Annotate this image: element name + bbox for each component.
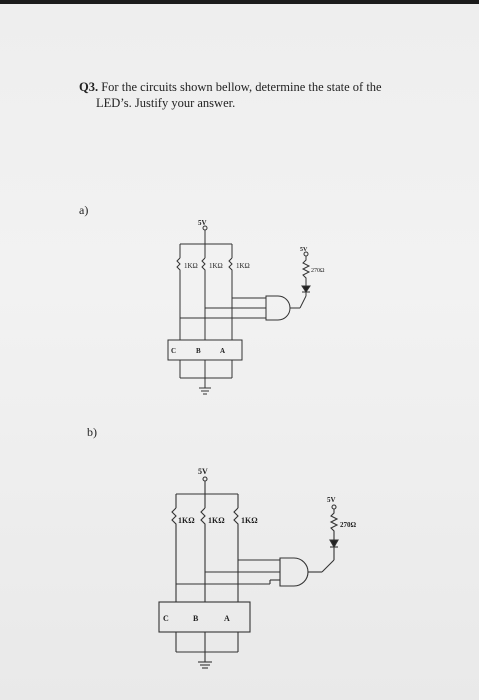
top-edge-bar bbox=[0, 0, 479, 4]
circuit-b-resistor-1: 1KΩ bbox=[178, 516, 195, 525]
circuit-a-resistor-1: 1KΩ bbox=[184, 262, 198, 270]
part-b-label: b) bbox=[87, 425, 97, 439]
question-number: Q3. bbox=[79, 80, 99, 94]
circuit-b-switch-b: B bbox=[193, 614, 199, 623]
circuit-b-led-resistor: 270Ω bbox=[340, 521, 357, 529]
circuit-b-resistor-3: 1KΩ bbox=[241, 516, 258, 525]
circuit-a-switch-b: B bbox=[196, 347, 201, 355]
circuit-b-resistor-2: 1KΩ bbox=[208, 516, 225, 525]
part-a-label: a) bbox=[79, 203, 89, 217]
question-text: Q3. For the circuits shown bellow, deter… bbox=[79, 79, 459, 111]
circuit-b-supply-label: 5V bbox=[198, 467, 208, 476]
circuit-a-switch-c: C bbox=[171, 347, 176, 355]
circuit-a-resistor-2: 1KΩ bbox=[209, 262, 223, 270]
question-line-1: For the circuits shown bellow, determine… bbox=[101, 80, 382, 94]
circuit-a-led-supply: 5V bbox=[300, 247, 308, 253]
circuit-b-led-supply: 5V bbox=[327, 496, 336, 504]
circuit-a-led-resistor: 270Ω bbox=[311, 268, 325, 274]
question-line-2: LED’s. Justify your answer. bbox=[96, 96, 236, 110]
circuit-a-resistor-3: 1KΩ bbox=[236, 262, 250, 270]
circuit-b-switch-a: A bbox=[224, 614, 230, 623]
circuit-b-switch-c: C bbox=[163, 614, 169, 623]
circuit-a-supply-label: 5V bbox=[198, 219, 207, 227]
circuit-a-switch-a: A bbox=[220, 347, 225, 355]
